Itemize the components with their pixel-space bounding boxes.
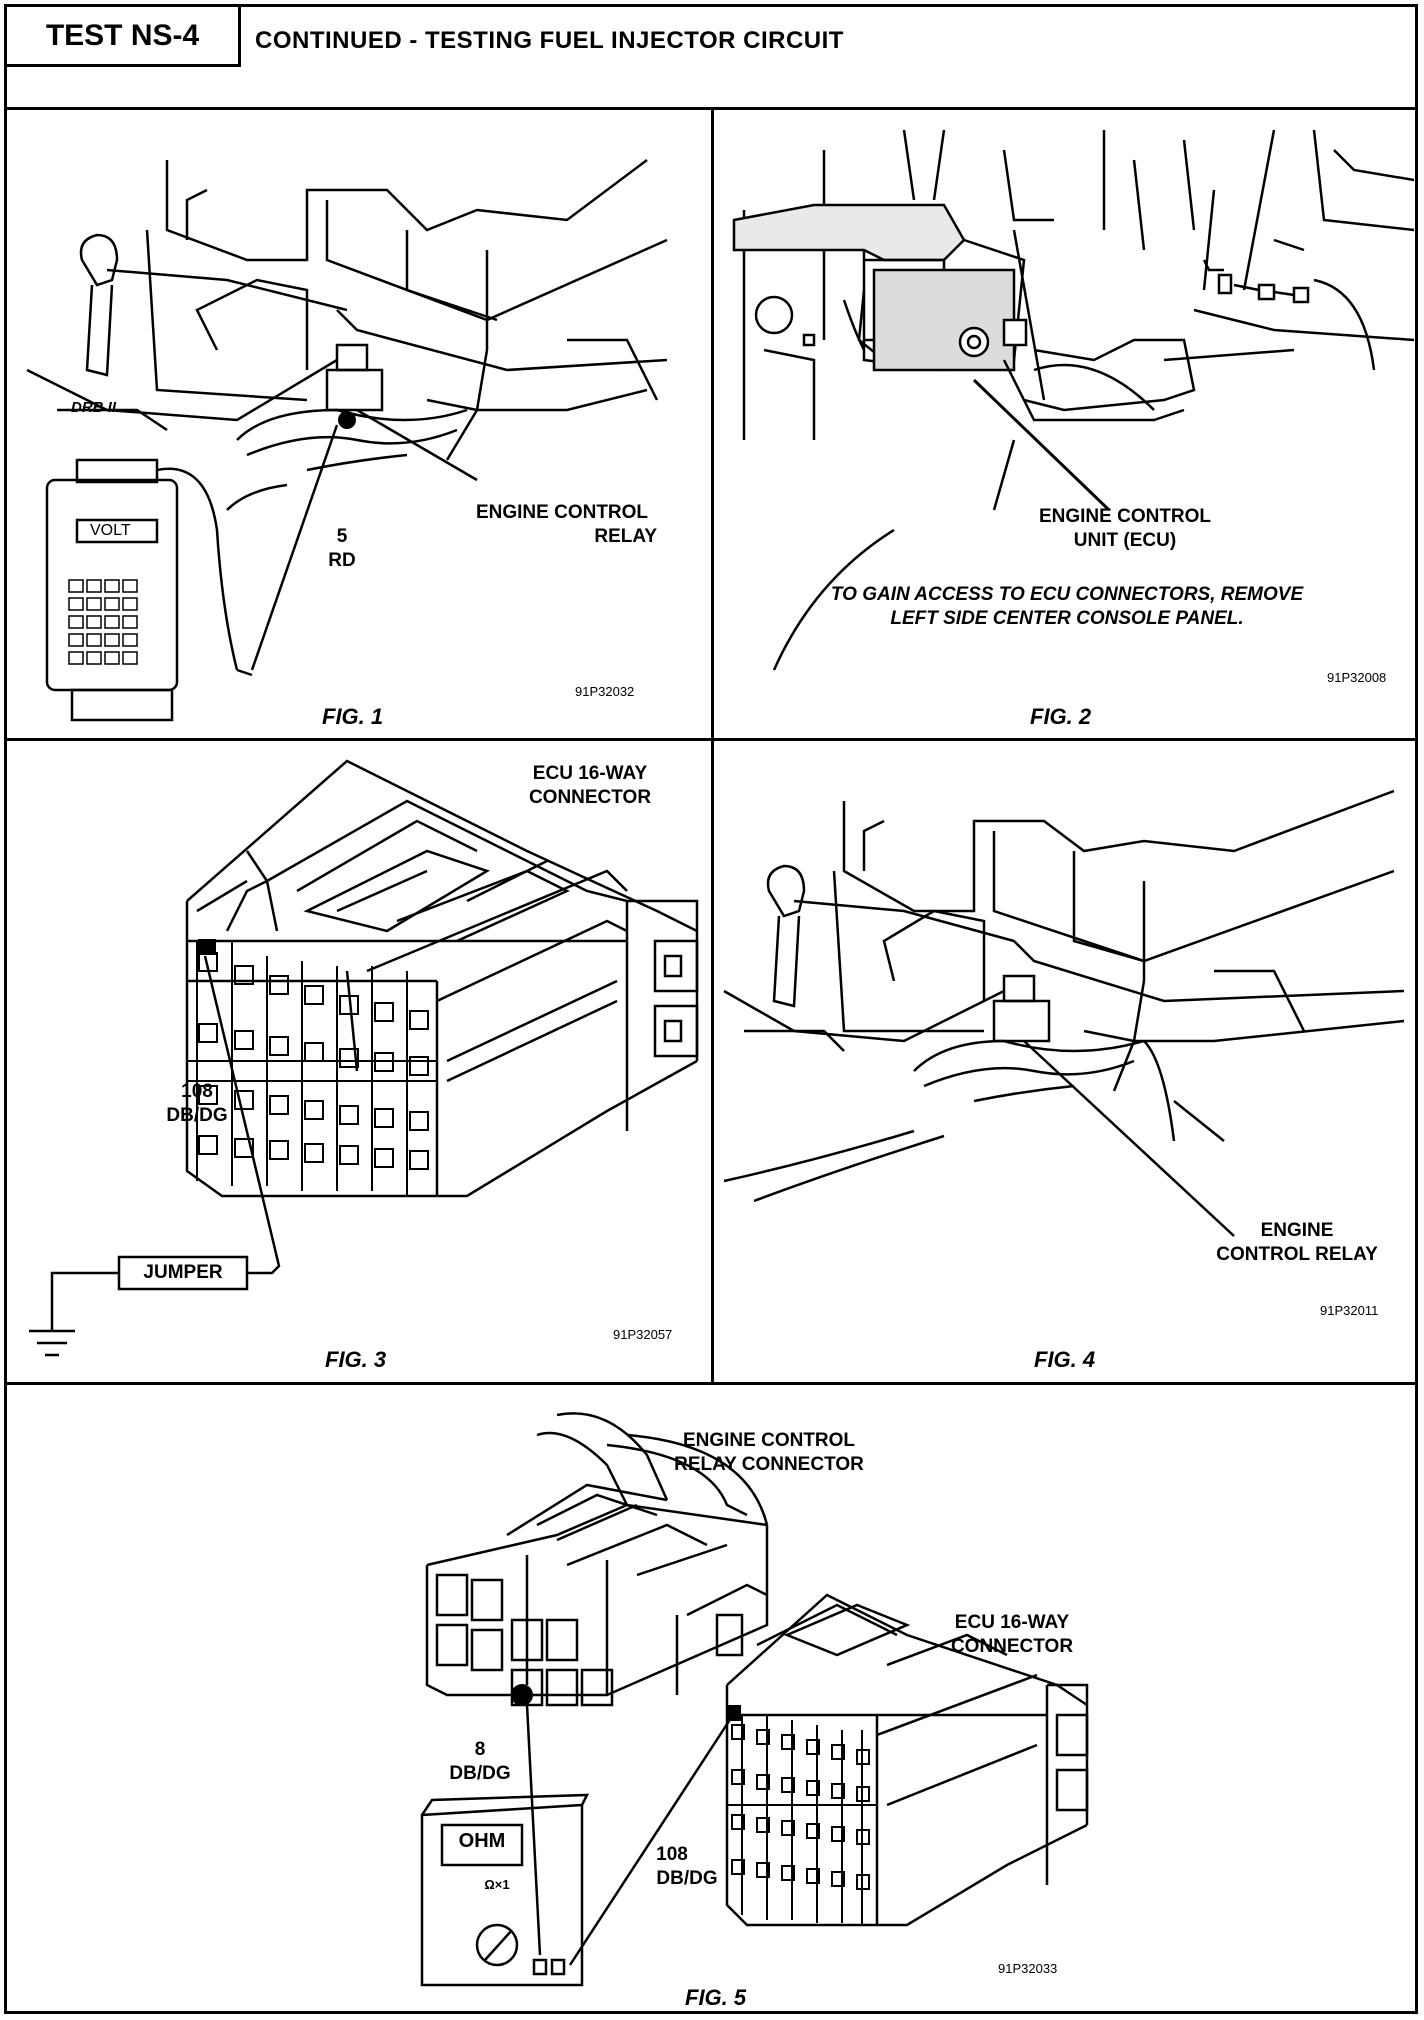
fig4-code: 91P32011 — [1320, 1303, 1379, 1318]
fig1-tool-brand: DRB II — [71, 399, 116, 416]
fig2-note-line1: TO GAIN ACCESS TO ECU CONNECTORS, REMOVE — [830, 584, 1304, 605]
fig4-illustration — [723, 789, 1405, 1237]
test-id: TEST NS-4 — [45, 18, 200, 52]
test-id-box: TEST NS-4 — [7, 7, 241, 67]
fig3-jumper-label: JUMPER — [143, 1262, 223, 1283]
service-manual-page: TEST NS-4 CONTINUED - TESTING FUEL INJEC… — [4, 4, 1418, 2014]
fig5-code: 91P32033 — [998, 1961, 1058, 1976]
fig2-caption: FIG. 2 — [1030, 704, 1092, 729]
fig2-note-line2: LEFT SIDE CENTER CONSOLE PANEL. — [890, 608, 1244, 629]
fig5-caption: FIG. 5 — [685, 1985, 747, 2010]
fig5-wire8-color: DB/DG — [449, 1763, 511, 1784]
fig1-illustration — [26, 159, 668, 722]
fig3-connector-label-line2: CONNECTOR — [528, 787, 652, 808]
fig3-wire-color: DB/DG — [166, 1105, 228, 1126]
fig2-ecu-label: ENGINE CONTROL UNIT (ECU) — [995, 505, 1255, 553]
fig5-ecu-connector-label-line1: ECU 16-WAY — [954, 1612, 1070, 1633]
fig5-ecu-connector-label-line2: CONNECTOR — [950, 1636, 1074, 1657]
fig1-tool-display: VOLT — [90, 522, 131, 539]
fig3-caption: FIG. 3 — [325, 1347, 387, 1372]
fig5-illustration — [420, 1412, 1089, 1987]
fig5-wire8-number: 8 — [474, 1739, 486, 1760]
fig5-meter-display: OHM — [458, 1830, 506, 1852]
fig1-relay-label-line2: RELAY — [594, 526, 657, 547]
fig2-note: TO GAIN ACCESS TO ECU CONNECTORS, REMOVE… — [747, 583, 1387, 631]
fig4-relay-label-line1: ENGINE — [1260, 1220, 1334, 1241]
fig4-relay-label: ENGINE CONTROL RELAY — [1182, 1219, 1412, 1267]
fig3-connector-label-line1: ECU 16-WAY — [532, 763, 648, 784]
fig3-wire-number: 108 — [181, 1081, 213, 1102]
fig2-ecu-label-line2: UNIT (ECU) — [1073, 530, 1177, 551]
fig2-illustration — [732, 129, 1415, 671]
fig1-code: 91P32032 — [575, 684, 635, 699]
row-divider-2 — [7, 1382, 1415, 1385]
fig4-caption: FIG. 4 — [1034, 1347, 1096, 1372]
fig4-relay-label-line2: CONTROL RELAY — [1216, 1244, 1378, 1265]
fig1-relay-label-line1: ENGINE CONTROL — [475, 502, 649, 523]
column-divider — [711, 107, 714, 1382]
fig5-relay-connector-label: ENGINE CONTROL RELAY CONNECTOR — [649, 1429, 889, 1477]
fig5-relay-connector-label-line2: RELAY CONNECTOR — [674, 1454, 864, 1475]
fig5-meter-range: Ω×1 — [484, 1877, 510, 1892]
fig1-wire-number: 5 — [336, 526, 348, 547]
fig3-illustration — [29, 759, 699, 1357]
fig1-relay-label: ENGINE CONTROL RELAY — [457, 501, 667, 549]
fig5-relay-connector-label-line1: ENGINE CONTROL — [682, 1430, 856, 1451]
fig2-ecu-label-line1: ENGINE CONTROL — [1038, 506, 1212, 527]
fig5-wire108-number: 108 — [656, 1844, 688, 1865]
fig5-ecu-connector-label: ECU 16-WAY CONNECTOR — [927, 1611, 1097, 1659]
fig3-code: 91P32057 — [613, 1327, 673, 1342]
page-title: CONTINUED - TESTING FUEL INJECTOR CIRCUI… — [255, 27, 844, 54]
fig1-wire-color: RD — [328, 550, 356, 571]
fig3-connector-label: ECU 16-WAY CONNECTOR — [505, 762, 675, 810]
fig2-code: 91P32008 — [1327, 670, 1387, 685]
fig1-caption: FIG. 1 — [322, 704, 384, 729]
fig5-wire108-color: DB/DG — [656, 1868, 718, 1889]
